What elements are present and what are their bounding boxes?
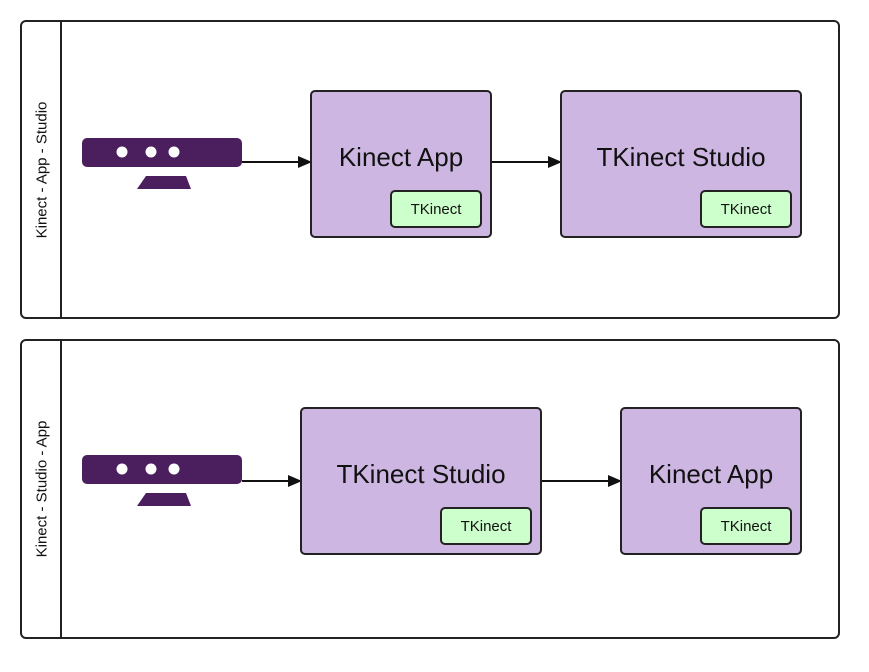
arrow-sensor-to-app — [242, 156, 312, 168]
kinect-sensor-icon — [82, 455, 242, 506]
arrow-app-to-studio — [492, 156, 562, 168]
kinect-sensor-icon — [82, 138, 242, 189]
node-label: TKinect Studio — [336, 459, 506, 489]
node-tkinect-studio: TKinect Studio TKinect — [560, 90, 802, 238]
tkinect-tag: TKinect — [700, 507, 792, 545]
arrow-studio-to-app — [542, 475, 622, 487]
lane-title: Kinect - Studio - App — [33, 420, 51, 558]
lane-header: Kinect - Studio - App — [22, 341, 62, 637]
node-kinect-app: Kinect App TKinect — [620, 407, 802, 555]
arrow-sensor-to-studio — [242, 475, 302, 487]
lane-header: Kinect - App - Studio — [22, 22, 62, 317]
tkinect-tag: TKinect — [440, 507, 532, 545]
tkinect-tag: TKinect — [700, 190, 792, 228]
node-tkinect-studio: TKinect Studio TKinect — [300, 407, 542, 555]
node-label: TKinect Studio — [596, 142, 766, 172]
swimlane-studio-app: Kinect - Studio - App TKinect Studio TKi… — [20, 339, 840, 639]
tkinect-tag: TKinect — [390, 190, 482, 228]
node-kinect-app: Kinect App TKinect — [310, 90, 492, 238]
swimlane-app-studio: Kinect - App - Studio Kinect App TKinect… — [20, 20, 840, 319]
node-label: Kinect App — [338, 142, 464, 172]
lane-title: Kinect - App - Studio — [33, 101, 51, 238]
node-label: Kinect App — [648, 459, 774, 489]
